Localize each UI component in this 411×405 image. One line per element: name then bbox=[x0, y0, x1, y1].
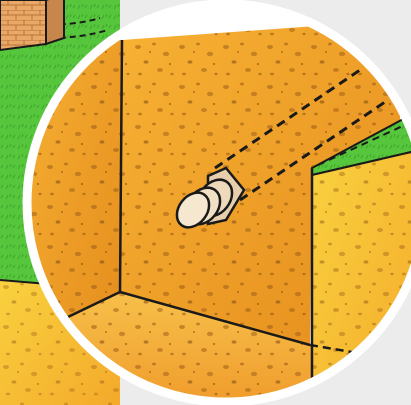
diagram-canvas bbox=[0, 0, 411, 405]
